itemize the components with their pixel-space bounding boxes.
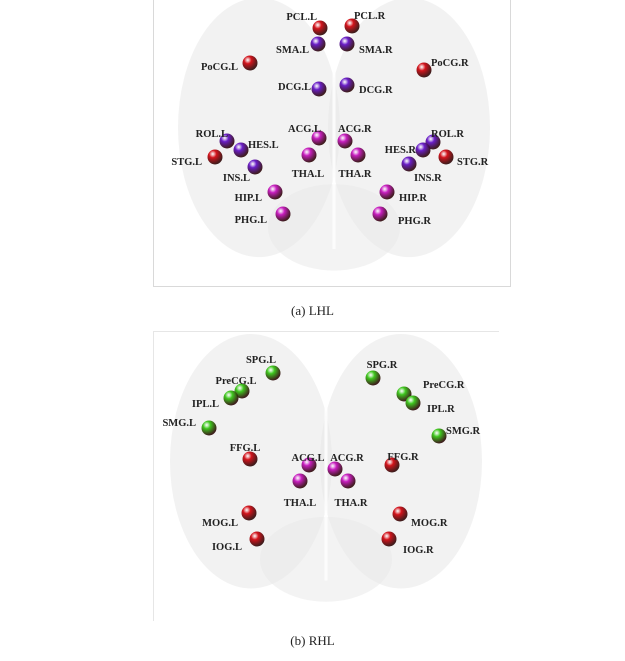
node-sphere-tha-r [340, 473, 356, 489]
node-sphere-pocg-r [416, 62, 432, 78]
node-label-stg-l: STG.L [171, 157, 202, 168]
node-sphere-ins-r [401, 156, 417, 172]
brain-network-lhl: PCL.L PCL.R SMA.L SMA.R PoCG.L PoCG.R DCG.L DCG… [171, 0, 490, 271]
node-sphere-acg-l [311, 130, 327, 146]
node-label-pcl-l: PCL.L [286, 12, 317, 23]
node-sphere-iog-l [249, 531, 265, 547]
node-label-sma-r: SMA.R [359, 45, 393, 56]
node-label-phg-l: PHG.L [235, 215, 267, 226]
node-label-acg-r: ACG.R [338, 124, 372, 135]
node-sphere-rol-r [425, 134, 441, 150]
node-sphere-dcg-l [311, 81, 327, 97]
node-label-spg-l: SPG.L [246, 355, 276, 366]
node-label-hes-r: HES.R [385, 145, 417, 156]
node-label-stg-r: STG.R [457, 157, 489, 168]
node-sphere-spg-r [365, 370, 381, 386]
node-sphere-ipl-l [223, 390, 239, 406]
node-sphere-ipl-r [405, 395, 421, 411]
node-label-ipl-r: IPL.R [427, 404, 455, 415]
caption-rhl: (b) RHL [290, 633, 335, 648]
node-sphere-precg-l [234, 383, 250, 399]
node-label-rol-r: ROL.R [431, 129, 464, 140]
panel-lhl: PCL.L PCL.R SMA.L SMA.R PoCG.L PoCG.R DCG.L DCG… [153, 0, 511, 287]
node-sphere-dcg-r [339, 77, 355, 93]
node-sphere-tha-r [350, 147, 366, 163]
node-label-rol-l: ROL.L [196, 129, 228, 140]
node-label-acg-l: ACG.L [288, 124, 321, 135]
node-label-spg-r: SPG.R [367, 360, 398, 371]
node-label-pocg-r: PoCG.R [431, 58, 469, 69]
node-sphere-iog-r [381, 531, 397, 547]
node-label-phg-r: PHG.R [398, 216, 431, 227]
node-sphere-phg-r [372, 206, 388, 222]
node-label-hes-l: HES.L [248, 140, 279, 151]
node-label-tha-l: THA.L [284, 498, 316, 509]
node-sphere-sma-r [339, 36, 355, 52]
node-sphere-pcl-l [312, 20, 328, 36]
node-sphere-ins-l [247, 159, 263, 175]
brain-silhouette [178, 0, 490, 271]
node-label-pocg-l: PoCG.L [201, 62, 238, 73]
node-label-smg-l: SMG.L [162, 418, 196, 429]
node-label-acg-r: ACG.R [330, 453, 364, 464]
node-label-tha-l: THA.L [292, 169, 324, 180]
node-label-ipl-l: IPL.L [192, 399, 219, 410]
node-sphere-phg-l [275, 206, 291, 222]
node-sphere-smg-l [201, 420, 217, 436]
node-label-dcg-r: DCG.R [359, 85, 393, 96]
node-sphere-acg-r [327, 461, 343, 477]
node-label-iog-l: IOG.L [212, 542, 242, 553]
node-sphere-ffg-l [242, 451, 258, 467]
node-sphere-rol-l [219, 133, 235, 149]
node-sphere-hip-r [379, 184, 395, 200]
node-sphere-spg-l [265, 365, 281, 381]
node-label-mog-l: MOG.L [202, 518, 238, 529]
node-sphere-mog-l [241, 505, 257, 521]
caption-lhl: (a) LHL [291, 303, 334, 318]
node-label-ffg-l: FFG.L [230, 443, 261, 454]
node-label-hip-l: HIP.L [235, 193, 262, 204]
node-sphere-pocg-l [242, 55, 258, 71]
node-label-iog-r: IOG.R [403, 545, 434, 556]
panel-rhl: SPG.L SPG.R PreCG.L PreCG.R IPL.L IPL.R SMG.L S… [153, 331, 499, 621]
node-sphere-smg-r [431, 428, 447, 444]
node-sphere-mog-r [392, 506, 408, 522]
brain-silhouette [170, 334, 482, 602]
node-label-ins-r: INS.R [414, 173, 442, 184]
node-sphere-stg-r [438, 149, 454, 165]
node-sphere-sma-l [310, 36, 326, 52]
node-label-hip-r: HIP.R [399, 193, 427, 204]
node-sphere-tha-l [301, 147, 317, 163]
node-label-tha-r: THA.R [335, 498, 368, 509]
node-sphere-pcl-r [344, 18, 360, 34]
node-label-sma-l: SMA.L [276, 45, 309, 56]
node-sphere-acg-r [337, 133, 353, 149]
node-label-smg-r: SMG.R [446, 426, 481, 437]
node-label-mog-r: MOG.R [411, 518, 448, 529]
node-label-tha-r: THA.R [339, 169, 372, 180]
node-label-ins-l: INS.L [223, 173, 250, 184]
node-sphere-hes-r [415, 142, 431, 158]
node-sphere-tha-l [292, 473, 308, 489]
node-label-dcg-l: DCG.L [278, 82, 311, 93]
node-sphere-ffg-r [384, 457, 400, 473]
node-sphere-acg-l [301, 457, 317, 473]
node-label-acg-l: ACG.L [292, 453, 325, 464]
node-sphere-stg-l [207, 149, 223, 165]
node-label-precg-r: PreCG.R [423, 380, 465, 391]
node-sphere-hip-l [267, 184, 283, 200]
brain-network-rhl: SPG.L SPG.R PreCG.L PreCG.R IPL.L IPL.R SMG.L S… [162, 334, 482, 602]
node-sphere-hes-l [233, 142, 249, 158]
node-label-precg-l: PreCG.L [216, 376, 257, 387]
node-label-pcl-r: PCL.R [354, 11, 386, 22]
node-label-ffg-r: FFG.R [387, 452, 419, 463]
